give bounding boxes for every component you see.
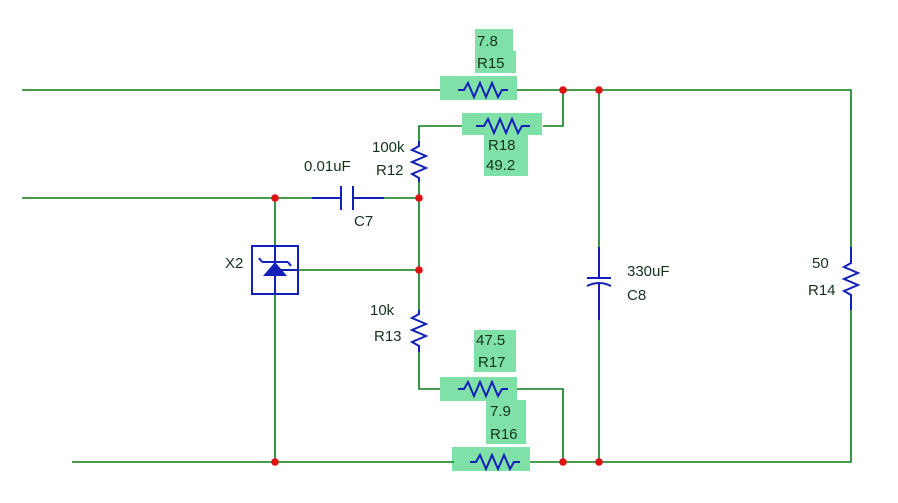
r14-resistor-symbol [841, 247, 861, 310]
r17-branch-wire [418, 352, 564, 462]
r18-resistor-symbol [476, 116, 530, 136]
r13-ref-label: R13 [374, 328, 402, 345]
r16-label-highlight [486, 400, 526, 444]
highlight-boxes [440, 29, 542, 471]
r17-label-highlight [474, 330, 516, 372]
r15-value-label: 7.8 [477, 33, 498, 50]
x2-diode-icon [263, 262, 287, 276]
c7-ref-label: C7 [354, 213, 373, 230]
junction-dot [559, 86, 567, 94]
c7-value-label: 0.01uF [304, 158, 351, 175]
junction-dot [271, 194, 279, 202]
junction-dot [415, 194, 423, 202]
r15-ref-highlight [475, 51, 516, 73]
c8-ref-label: C8 [627, 287, 646, 304]
r12-resistor-symbol [409, 141, 429, 182]
r18-value-label: 49.2 [486, 157, 515, 174]
c7-capacitor-symbol [312, 186, 384, 210]
junction-dot [595, 458, 603, 466]
r17-resistor-symbol [458, 379, 508, 399]
junction-dot [415, 266, 423, 274]
r15-value-highlight [475, 29, 513, 51]
junction-dot [559, 458, 567, 466]
top-rail-wire [22, 89, 852, 247]
x2-zener-bar [258, 257, 292, 267]
r14-value-label: 50 [812, 255, 829, 272]
labels: 7.8 R15 R18 49.2 100k R12 0.01uF C7 X2 1… [225, 33, 836, 443]
r12-ref-label: R12 [376, 162, 404, 179]
junction-dot [271, 458, 279, 466]
r16-value-label: 7.9 [490, 403, 511, 420]
r14-ref-label: R14 [808, 282, 836, 299]
r17-ref-label: R17 [478, 354, 506, 371]
r18-ref-label: R18 [488, 137, 516, 154]
r15-ref-label: R15 [477, 55, 505, 72]
wires [22, 89, 852, 463]
r13-resistor-symbol [409, 310, 429, 352]
r15-resistor-symbol [458, 80, 508, 100]
components [251, 80, 861, 472]
r16-resistor-symbol [470, 452, 520, 472]
junction-dot [595, 86, 603, 94]
r16-ref-label: R16 [490, 426, 518, 443]
bottom-rail-wire [72, 310, 852, 463]
r18-branch-wire [418, 90, 564, 141]
r13-value-label: 10k [370, 302, 395, 319]
r17-value-label: 47.5 [476, 332, 505, 349]
x2-ref-label: X2 [225, 255, 243, 272]
c8-value-label: 330uF [627, 263, 670, 280]
c8-capacitor-symbol [586, 247, 612, 320]
r18-label-highlight [484, 134, 528, 176]
junctions [271, 86, 603, 466]
r12-value-label: 100k [372, 139, 405, 156]
